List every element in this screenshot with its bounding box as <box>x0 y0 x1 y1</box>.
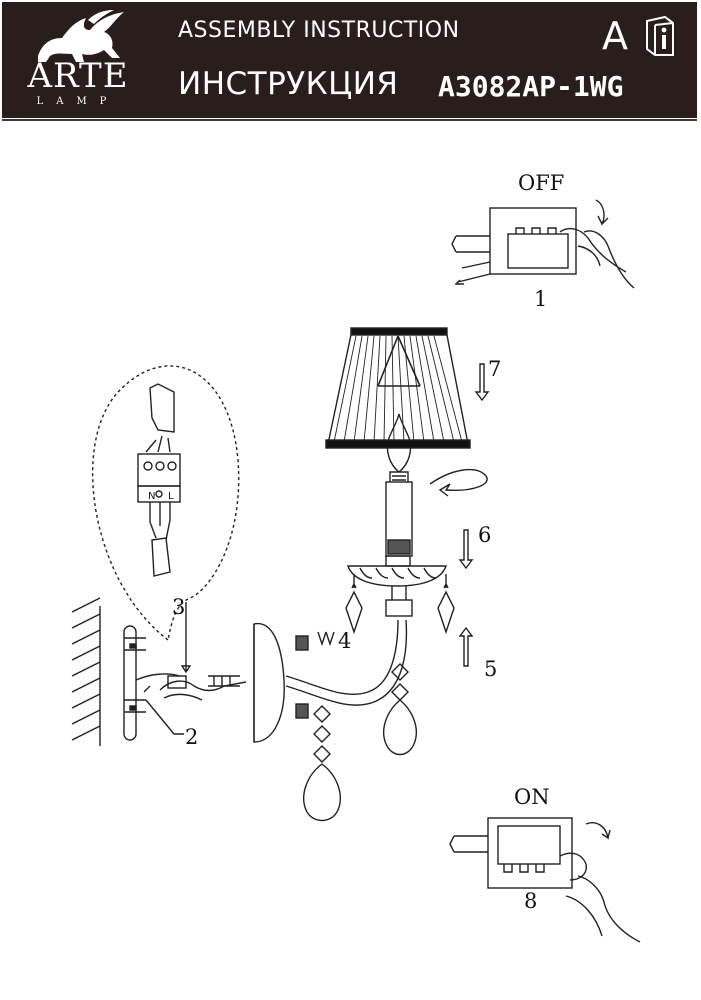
model-number: A3082AP-1WG <box>438 70 624 103</box>
wall-backplate <box>253 622 309 743</box>
terminal-label-n: N <box>148 491 155 502</box>
title-english: ASSEMBLY INSTRUCTION <box>178 18 460 43</box>
step-number-7: 7 <box>488 357 502 381</box>
brand-name: ARTE <box>27 56 129 96</box>
brand-subtitle: LAMP <box>36 96 120 107</box>
wall-bracket <box>123 625 181 741</box>
crystal-pendants <box>303 574 455 822</box>
leader-lines <box>145 699 184 735</box>
header-banner: ARTE LAMP ASSEMBLY INSTRUCTION ИНСТРУКЦИ… <box>2 2 697 118</box>
wall-hatching <box>71 597 101 746</box>
wiring-detail-bubble <box>92 365 240 642</box>
step-arrows <box>429 363 490 667</box>
hook-clips <box>317 631 335 647</box>
title-russian: ИНСТРУКЦИЯ <box>178 66 399 102</box>
switch-off-illustration <box>451 199 635 289</box>
switch-off-label: OFF <box>518 171 565 195</box>
switch-on-label: ON <box>514 785 550 809</box>
switch-on-illustration <box>449 817 641 943</box>
lamp-shade <box>325 327 471 449</box>
manual-info-icon <box>646 15 674 56</box>
step-number-5: 5 <box>484 657 498 681</box>
header-divider <box>2 119 697 121</box>
step-number-6: 6 <box>478 523 492 547</box>
language-letter: A <box>602 14 628 58</box>
step-number-8: 8 <box>524 889 538 913</box>
griffin-logo-icon <box>38 10 124 62</box>
lamp-arm <box>285 586 413 706</box>
step-number-4: 4 <box>338 629 352 653</box>
step-number-1: 1 <box>534 287 548 311</box>
drip-bowl <box>347 555 447 587</box>
step-number-2: 2 <box>185 725 199 749</box>
terminal-label-l: L <box>168 491 174 502</box>
connection-wires <box>159 602 247 701</box>
candle-holder <box>385 413 413 557</box>
step-number-3: 3 <box>172 595 186 619</box>
